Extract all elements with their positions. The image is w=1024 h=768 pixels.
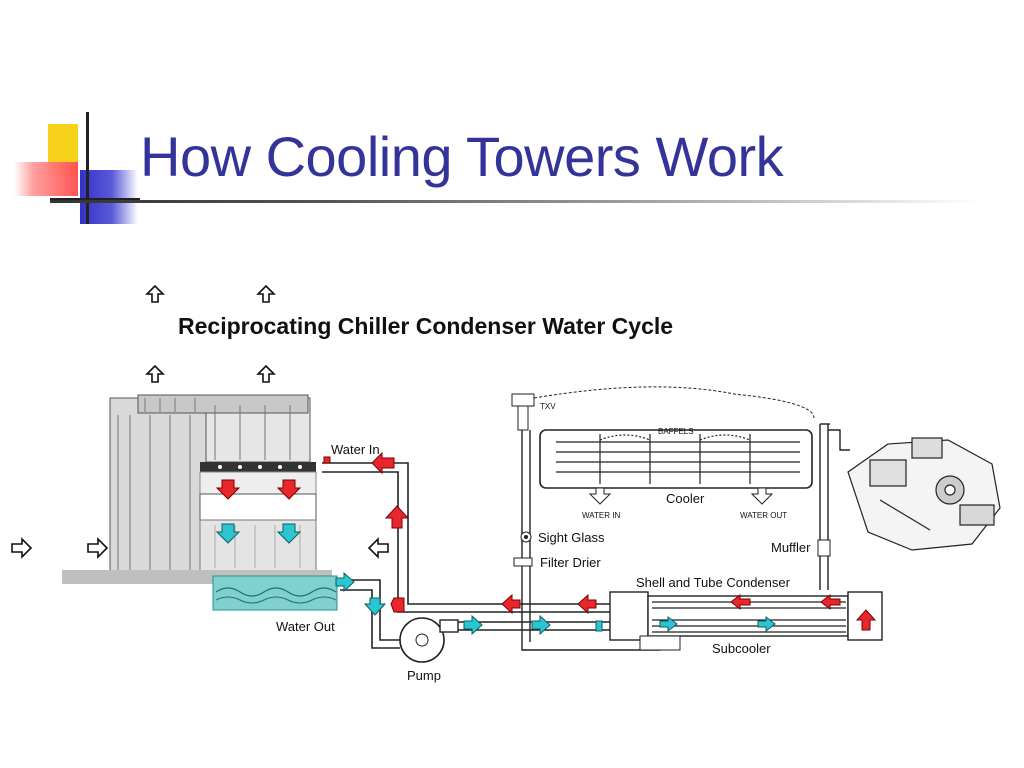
- cold-water-pipe: [340, 579, 610, 649]
- hot-water-arrow-icon: [323, 451, 597, 615]
- baffels-label: BAFFELS: [658, 427, 694, 436]
- water-out-label: Water Out: [276, 619, 335, 634]
- muffler-label: Muffler: [771, 540, 811, 555]
- cold-water-arrow-icon: [335, 571, 603, 636]
- cold-water-arrow-icon: [659, 615, 776, 633]
- water-in-label: Water In: [331, 442, 380, 457]
- txv-valve-icon: [511, 386, 815, 431]
- hot-water-arrow-icon: [215, 479, 302, 500]
- filter-drier-icon: [513, 557, 533, 567]
- txv-label: TXV: [540, 402, 556, 411]
- condenser-label: Shell and Tube Condenser: [636, 575, 791, 590]
- subcooler-label: Subcooler: [712, 641, 771, 656]
- cooling-tower: [62, 394, 338, 611]
- cooler-water-out-label: WATER OUT: [740, 511, 787, 520]
- air-out-arrow-icon: [145, 284, 276, 383]
- muffler-icon: [817, 539, 831, 557]
- decor-blue-square: [80, 170, 138, 224]
- cold-water-arrow-icon: [215, 523, 302, 544]
- air-in-arrow-icon: [11, 537, 389, 559]
- filter-drier-label: Filter Drier: [540, 555, 601, 570]
- cooler-water-in-label: WATER IN: [582, 511, 620, 520]
- title-underline: [50, 200, 980, 203]
- compressor-icon: [847, 437, 1001, 551]
- hot-water-arrow-icon: [730, 593, 877, 631]
- decor-red-square: [14, 162, 78, 196]
- sight-glass-icon: [520, 531, 532, 543]
- cooling-tower-diagram: Reciprocating Chiller Condenser Water Cy…: [11, 284, 1001, 683]
- slide-title: How Cooling Towers Work: [140, 125, 784, 188]
- cooler-evaporator: [539, 429, 813, 505]
- decor-vertical-line: [86, 112, 89, 224]
- pump-icon: [399, 617, 459, 663]
- pump-label: Pump: [407, 668, 441, 683]
- cooler-label: Cooler: [666, 491, 705, 506]
- decor-horizontal-line: [50, 198, 140, 201]
- diagram-title: Reciprocating Chiller Condenser Water Cy…: [178, 313, 673, 339]
- sight-glass-label: Sight Glass: [538, 530, 605, 545]
